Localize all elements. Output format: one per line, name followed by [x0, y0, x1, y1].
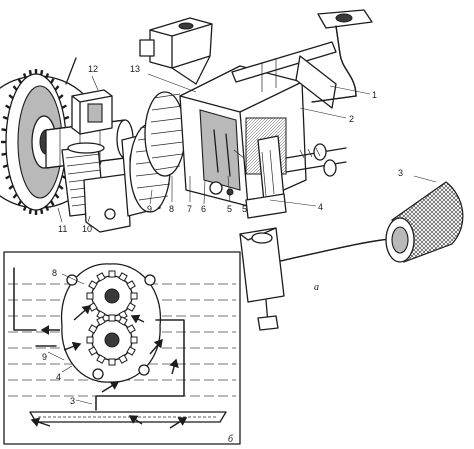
callout-5b: 5 [242, 204, 247, 214]
bracket-12 [65, 57, 113, 135]
leader-lines [57, 73, 437, 223]
callout-9: 9 [147, 204, 152, 214]
pump-gear-8 [144, 91, 186, 177]
inset-callout-8: 8 [52, 268, 57, 278]
sublabel-a: а [314, 282, 319, 293]
callout-1: 1 [372, 90, 377, 100]
callouts-main: 1 2 3 4 5 6 7 8 9 10 11 12 13 5 [58, 64, 403, 234]
inset-gear-lower [86, 314, 138, 366]
callout-11: 11 [58, 224, 67, 234]
callout-4: 4 [318, 202, 323, 212]
callout-6: 6 [201, 204, 206, 214]
callout-12: 12 [88, 64, 98, 74]
pump-housing [179, 65, 307, 207]
callout-10: 10 [82, 224, 92, 234]
inset-callout-4: 4 [56, 372, 61, 382]
lower-housing [83, 173, 131, 233]
inset-callout-9: 9 [42, 352, 47, 362]
callout-3: 3 [398, 168, 403, 178]
outlet-pipe [311, 9, 373, 103]
callout-5: 5 [227, 204, 232, 214]
callouts-inset: 8 9 4 3 [42, 268, 75, 406]
schematic-inset [3, 251, 241, 445]
relief-valve [231, 41, 347, 177]
pipe-flange [239, 193, 287, 331]
inset-callout-3: 3 [70, 396, 75, 406]
suction-pipe [275, 181, 464, 263]
drive-gear [0, 69, 105, 215]
callout-8: 8 [169, 204, 174, 214]
callout-13: 13 [130, 64, 140, 74]
flow-arrows [30, 305, 188, 429]
callout-2: 2 [349, 114, 354, 124]
sublabel-b: б [228, 434, 234, 445]
callout-7: 7 [187, 204, 192, 214]
mount-bracket [139, 17, 213, 85]
